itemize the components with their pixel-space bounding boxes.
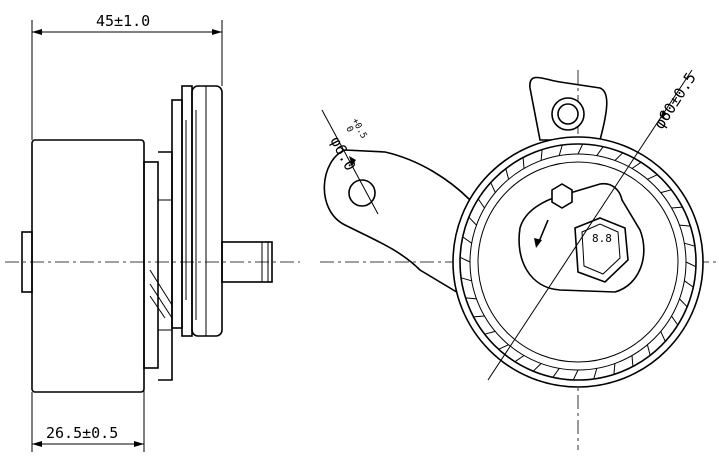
- bearing-ring-inner: [477, 161, 679, 363]
- ring-segment: [660, 331, 666, 342]
- pulley-body: [31, 139, 145, 393]
- ring-segment: [647, 174, 658, 180]
- hole-diameter-label: φ6.0: [326, 133, 359, 173]
- ring-segment: [577, 143, 584, 155]
- ring-segment: [614, 152, 624, 161]
- pulley-diameter-leader: [487, 69, 693, 381]
- ring-segment: [685, 261, 697, 268]
- ring-segment: [660, 189, 672, 194]
- top-lug: [529, 76, 608, 141]
- ring-segment: [671, 315, 679, 326]
- lug-pin-outer: [551, 97, 585, 131]
- ring-segment: [646, 344, 651, 356]
- ring-segment: [468, 216, 477, 226]
- front-view: 8.8 φ60±0.5 φ6.0 +0.5 0: [320, 69, 720, 450]
- bolt-grade-label: 8.8: [592, 232, 612, 245]
- ring-segment: [552, 368, 560, 378]
- ring-segment: [473, 315, 485, 318]
- ring-segment: [679, 224, 691, 227]
- hole-tolerance-lower: 0: [343, 125, 354, 134]
- ring-segment: [684, 280, 694, 288]
- ring-segment: [671, 206, 683, 209]
- ring-segment: [522, 157, 525, 169]
- ring-segment: [484, 330, 496, 335]
- adjust-hex: [551, 183, 573, 209]
- pulley-inner-rim: [459, 143, 697, 381]
- ring-segment: [540, 149, 543, 161]
- ring-segment: [532, 363, 542, 372]
- spring-coils: [149, 269, 173, 319]
- ring-segment: [631, 355, 634, 367]
- mounting-plate-2: [181, 85, 193, 337]
- ring-segment: [460, 277, 472, 282]
- ring-segment: [596, 146, 604, 156]
- ring-segment: [459, 256, 471, 263]
- ring-segment: [514, 355, 525, 363]
- ring-segment: [477, 198, 485, 209]
- hole-diameter-leader: [321, 109, 379, 215]
- arm-hole: [348, 179, 376, 207]
- ring-segment: [631, 161, 642, 169]
- hub-stub: [21, 231, 33, 293]
- overall-width-label: 45±1.0: [96, 12, 150, 30]
- ring-segments: [459, 143, 697, 381]
- ring-segment: [679, 298, 688, 308]
- ring-segment: [498, 344, 509, 350]
- spring-housing: [158, 151, 173, 381]
- ring-segment: [593, 368, 598, 380]
- side-view: 45±1.0 26.5±0.5: [5, 12, 300, 452]
- bolt-hex: [574, 217, 629, 283]
- ring-segment: [462, 236, 472, 244]
- ring-segment: [465, 297, 477, 300]
- pulley-diameter-label: φ60±0.5: [650, 69, 700, 132]
- shaft: [221, 241, 273, 283]
- tensioner-arm: [323, 149, 471, 302]
- ring-segment: [505, 168, 510, 180]
- ring-segment: [613, 363, 616, 375]
- mounting-plate-3: [191, 85, 223, 337]
- ring-segment: [490, 182, 496, 193]
- mounting-plate-1: [171, 99, 183, 329]
- ring-segment: [684, 242, 696, 247]
- lug-pin-inner: [557, 103, 579, 125]
- ring-segment: [572, 369, 579, 381]
- ring-segment: [558, 144, 563, 156]
- pulley-width-label: 26.5±0.5: [46, 424, 118, 442]
- bearing-flange: [143, 161, 159, 369]
